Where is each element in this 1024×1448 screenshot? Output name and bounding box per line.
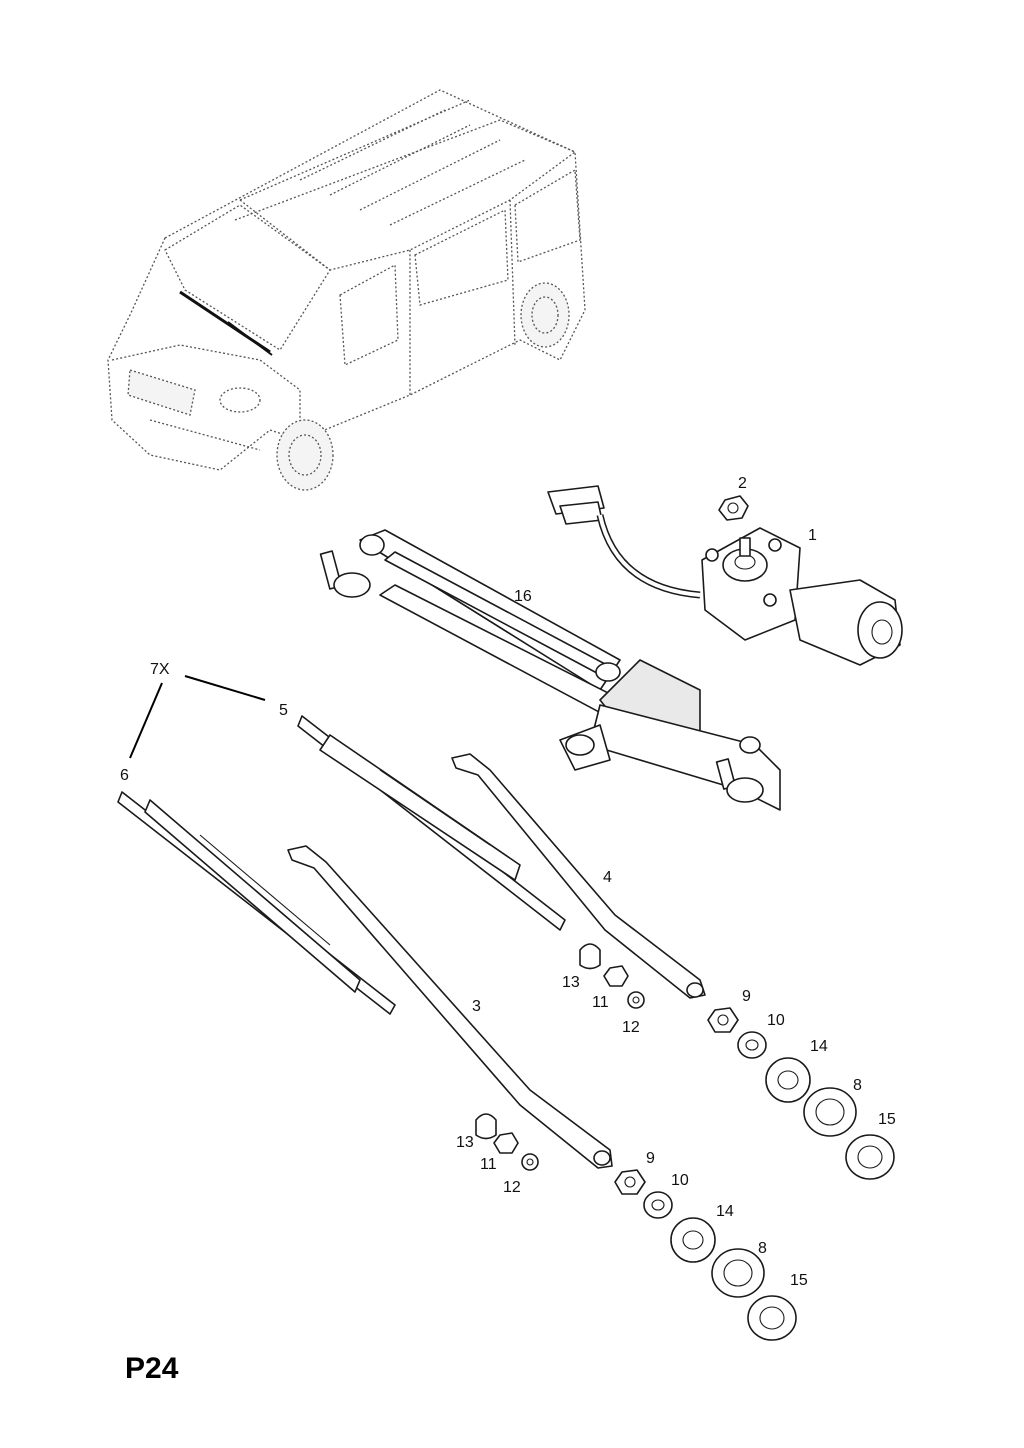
- wiper-arm-passenger: [451, 753, 706, 999]
- callout-9-upper: 9: [742, 988, 751, 1005]
- callout-15-lower: 15: [790, 1272, 808, 1289]
- callout-13-lower: 13: [456, 1134, 474, 1151]
- callout-4: 4: [603, 869, 612, 886]
- callout-12-lower: 12: [503, 1179, 521, 1196]
- callout-10-upper: 10: [767, 1012, 785, 1029]
- fitting-set-lower: [475, 1113, 797, 1341]
- callout-11-upper: 11: [592, 994, 609, 1011]
- callout-6: 6: [120, 767, 129, 784]
- callout-8-upper: 8: [853, 1077, 862, 1094]
- callout-12-upper: 12: [622, 1019, 640, 1036]
- callout-7x-leaders: [129, 675, 266, 759]
- callout-15-upper: 15: [878, 1111, 896, 1128]
- callout-14-upper: 14: [810, 1038, 828, 1055]
- callout-14-lower: 14: [716, 1203, 734, 1220]
- motor-nut: [718, 495, 749, 521]
- fitting-set-upper: [579, 943, 895, 1180]
- page-code: P24: [125, 1352, 179, 1385]
- callout-3: 3: [472, 998, 481, 1015]
- callout-7x: 7X: [150, 661, 170, 678]
- callout-16: 16: [514, 588, 532, 605]
- vehicle-outline: [107, 89, 586, 491]
- callout-13-upper: 13: [562, 974, 580, 991]
- wiper-blade-driver: [117, 791, 396, 1015]
- wiper-arm-driver: [287, 845, 613, 1169]
- callout-9-lower: 9: [646, 1150, 655, 1167]
- callout-labels: 1 2 16 7X 5 6 4 3 13 11 12 9 10 14 8 15 …: [120, 475, 896, 1289]
- callout-1: 1: [808, 527, 817, 544]
- wiper-motor: [701, 527, 903, 666]
- callout-8-lower: 8: [758, 1240, 767, 1257]
- callout-10-lower: 10: [671, 1172, 689, 1189]
- callout-5: 5: [279, 702, 288, 719]
- wiper-linkage: [319, 529, 781, 811]
- wiper-blade-passenger: [297, 715, 566, 931]
- motor-wiring-harness: [547, 485, 701, 599]
- callout-11-lower: 11: [480, 1156, 497, 1173]
- callout-2: 2: [738, 475, 747, 492]
